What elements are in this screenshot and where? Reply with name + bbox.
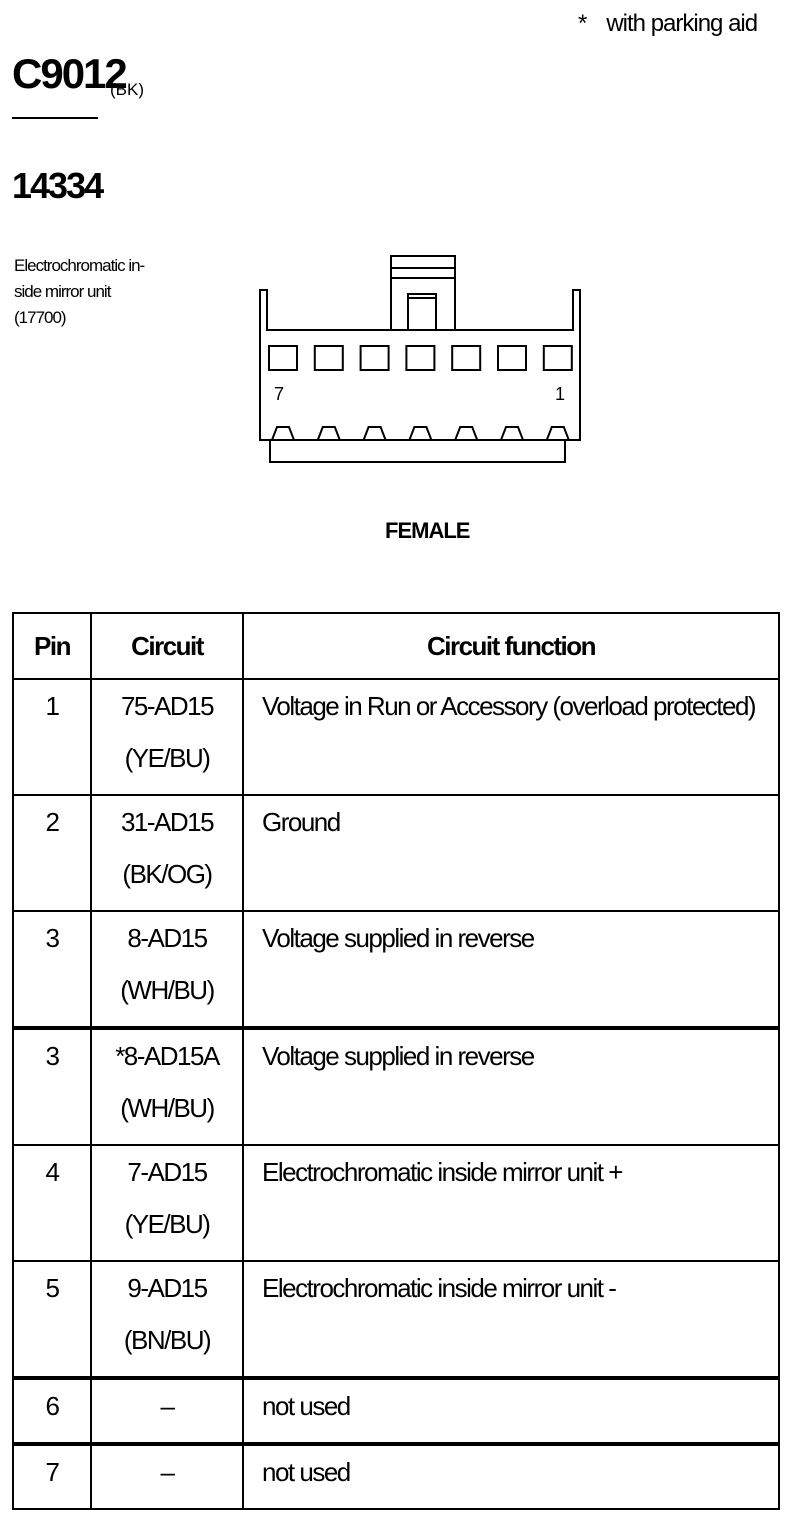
circuit-function: Electrochromatic inside mirror unit +	[262, 1157, 623, 1187]
circuit-id: 31-AD15	[120, 807, 215, 837]
circuit-id: –	[160, 1457, 175, 1487]
table-header-row: Pin Circuit Circuit function	[12, 612, 780, 680]
table-row: 4 7-AD15 (YE/BU) Electrochromatic inside …	[12, 1144, 780, 1262]
pin-number: 5	[45, 1273, 60, 1303]
circuit-color: (BN/BU)	[123, 1325, 212, 1355]
header-pin: Pin	[12, 612, 92, 680]
title-underline	[12, 117, 98, 119]
pin-number: 2	[45, 807, 60, 837]
circuit-id: 75-AD15	[120, 691, 215, 721]
part-number: 14334	[12, 165, 104, 206]
cavity	[359, 345, 390, 371]
terminal	[545, 426, 570, 441]
table-row: 5 9-AD15 (BN/BU) Electrochromatic inside …	[12, 1260, 780, 1380]
table-row: 6 – not used	[12, 1377, 780, 1446]
circuit-id: 9-AD15	[127, 1273, 208, 1303]
cavity	[451, 345, 482, 371]
terminal	[271, 426, 295, 441]
terminal	[362, 426, 387, 441]
circuit-id: 8-AD15	[127, 923, 208, 953]
cavity	[497, 345, 527, 371]
terminal	[408, 426, 433, 441]
footnote-marker: *	[578, 10, 587, 37]
circuit-color: (WH/BU)	[120, 1093, 215, 1123]
description-line: (17700)	[14, 308, 67, 327]
cavity	[542, 345, 573, 371]
terminal	[454, 426, 479, 441]
pin-table: Pin Circuit Circuit function 1 75-AD15 (Y…	[12, 612, 780, 1510]
circuit-function: not used	[262, 1457, 351, 1487]
connector-code: C9012	[12, 50, 128, 97]
footnote: * with parking aid	[578, 10, 758, 38]
circuit-id: 7-AD15	[127, 1157, 208, 1187]
component-description: Electrochromatic in- side mirror unit (1…	[14, 253, 164, 331]
terminal	[316, 426, 341, 441]
pin-number: 6	[45, 1391, 60, 1421]
description-line: Electrochromatic in-	[14, 256, 145, 275]
connector-housing	[259, 289, 581, 441]
pin-number: 4	[45, 1157, 60, 1187]
table-row: 2 31-AD15 (BK/OG) Ground	[12, 794, 780, 912]
header-circuit-function: Circuit function	[242, 612, 780, 680]
circuit-function: Ground	[262, 807, 341, 837]
pin-label-left: 7	[274, 384, 284, 404]
circuit-color: (YE/BU)	[124, 1209, 211, 1239]
circuit-function: Voltage supplied in reverse	[262, 1041, 535, 1071]
connector-color: (BK)	[110, 80, 144, 99]
header-circuit: Circuit	[90, 612, 244, 680]
cavity	[313, 345, 344, 371]
terminal	[500, 426, 524, 441]
connector-gender: FEMALE	[385, 518, 470, 543]
table-row: 7 – not used	[12, 1443, 780, 1510]
table-row: 3 *8-AD15A (WH/BU) Voltage supplied in re…	[12, 1027, 780, 1146]
circuit-function: Electrochromatic inside mirror unit -	[262, 1273, 617, 1303]
pin-number: 3	[45, 1041, 60, 1071]
circuit-function: Voltage in Run or Accessory (overload pr…	[262, 691, 757, 721]
circuit-function: not used	[262, 1391, 351, 1421]
connector-face-diagram: 7 1	[259, 255, 581, 463]
pin-label-right: 1	[555, 384, 565, 404]
connector-rail	[269, 440, 566, 463]
footnote-text: with parking aid	[606, 10, 758, 37]
circuit-color: (WH/BU)	[120, 975, 215, 1005]
pin-number: 3	[45, 923, 60, 953]
pin-number: 1	[45, 691, 60, 721]
circuit-color: (YE/BU)	[124, 743, 211, 773]
circuit-function: Voltage supplied in reverse	[262, 923, 535, 953]
table-row: 3 8-AD15 (WH/BU) Voltage supplied in reve…	[12, 910, 780, 1030]
description-line: side mirror unit	[14, 282, 111, 301]
cavity	[405, 345, 436, 371]
table-row: 1 75-AD15 (YE/BU) Voltage in Run or Acces…	[12, 678, 780, 796]
pin-number: 7	[45, 1457, 60, 1487]
circuit-color: (BK/OG)	[122, 859, 213, 889]
circuit-id: *8-AD15A	[115, 1041, 220, 1071]
circuit-id: –	[160, 1391, 175, 1421]
cavity	[268, 345, 298, 371]
